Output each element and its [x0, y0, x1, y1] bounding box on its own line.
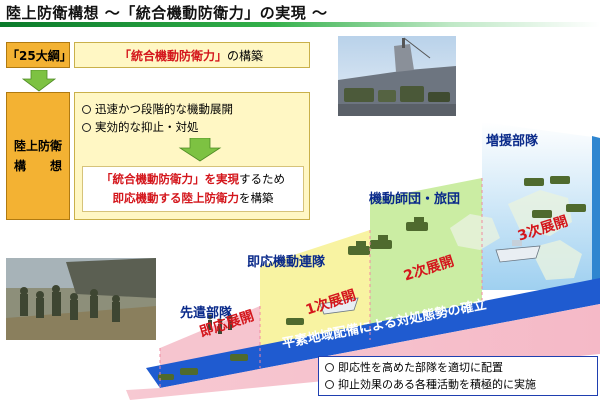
unit-label-rapid: 即応機動連隊 — [247, 255, 326, 270]
phase2-zone — [370, 178, 482, 326]
result-red-1: 「統合機動防衛力」を実現 — [101, 172, 239, 186]
circle-bullet-icon — [82, 104, 91, 114]
result-black-1: するため — [239, 172, 285, 186]
outline-tag-text: 「25大綱」 — [7, 48, 72, 63]
ship-icon — [319, 240, 541, 315]
outline-box: 「統合機動防衛力」の構築 — [74, 42, 310, 68]
outline-tag: 「25大綱」 — [6, 42, 72, 68]
floor-band — [126, 304, 600, 400]
circle-bullet-icon — [325, 380, 334, 389]
note-item: 即応性を高めた部隊を適切に配置 — [325, 359, 591, 376]
phase1-zone — [260, 230, 370, 358]
soldier-icons — [207, 314, 233, 334]
vehicle-icons — [158, 176, 586, 380]
edge-stripe — [592, 136, 600, 292]
arrow-down-icon — [178, 138, 222, 162]
deployment-diagram — [126, 122, 600, 400]
unit-label-division: 機動師団・旅団 — [369, 192, 461, 207]
concept-bullets: 迅速かつ段階的な機動展開 実効的な抑止・対処 — [82, 100, 233, 136]
result-black-2: を構築 — [239, 191, 274, 205]
concept-label-line2: 構 想 — [13, 159, 62, 173]
circle-bullet-icon — [82, 122, 91, 132]
unit-label-advance: 先遣部隊 — [180, 306, 233, 321]
outline-head-quote: 「統合機動防衛力」 — [119, 48, 228, 63]
unit-label-reinforcement: 増援部隊 — [486, 134, 539, 149]
notes-box: 即応性を高めた部隊を適切に配置 抑止効果のある各種活動を積極的に実施 — [318, 356, 598, 396]
concept-result: 「統合機動防衛力」を実現するため 即応機動する陸上防衛力を構築 — [82, 166, 304, 212]
title-underline — [0, 22, 600, 27]
circle-bullet-icon — [325, 363, 334, 372]
ship-photo — [338, 36, 456, 116]
note-item: 抑止効果のある各種活動を積極的に実施 — [325, 376, 591, 393]
soldiers-photo — [6, 258, 156, 340]
concept-bullet: 迅速かつ段階的な機動展開 — [82, 100, 233, 118]
arrow-down-icon — [22, 70, 56, 92]
page-title: 陸上防衛構想 ～「統合機動防衛力」の実現 ～ — [6, 4, 328, 22]
concept-label-line1: 陸上防衛 — [13, 139, 62, 153]
result-red-2: 即応機動する陸上防衛力 — [112, 191, 240, 205]
concept-label: 陸上防衛 構 想 — [6, 92, 70, 220]
concept-bullet: 実効的な抑止・対処 — [82, 118, 233, 136]
guide-lines — [159, 178, 483, 388]
outline-head-rest: の構築 — [227, 48, 264, 63]
